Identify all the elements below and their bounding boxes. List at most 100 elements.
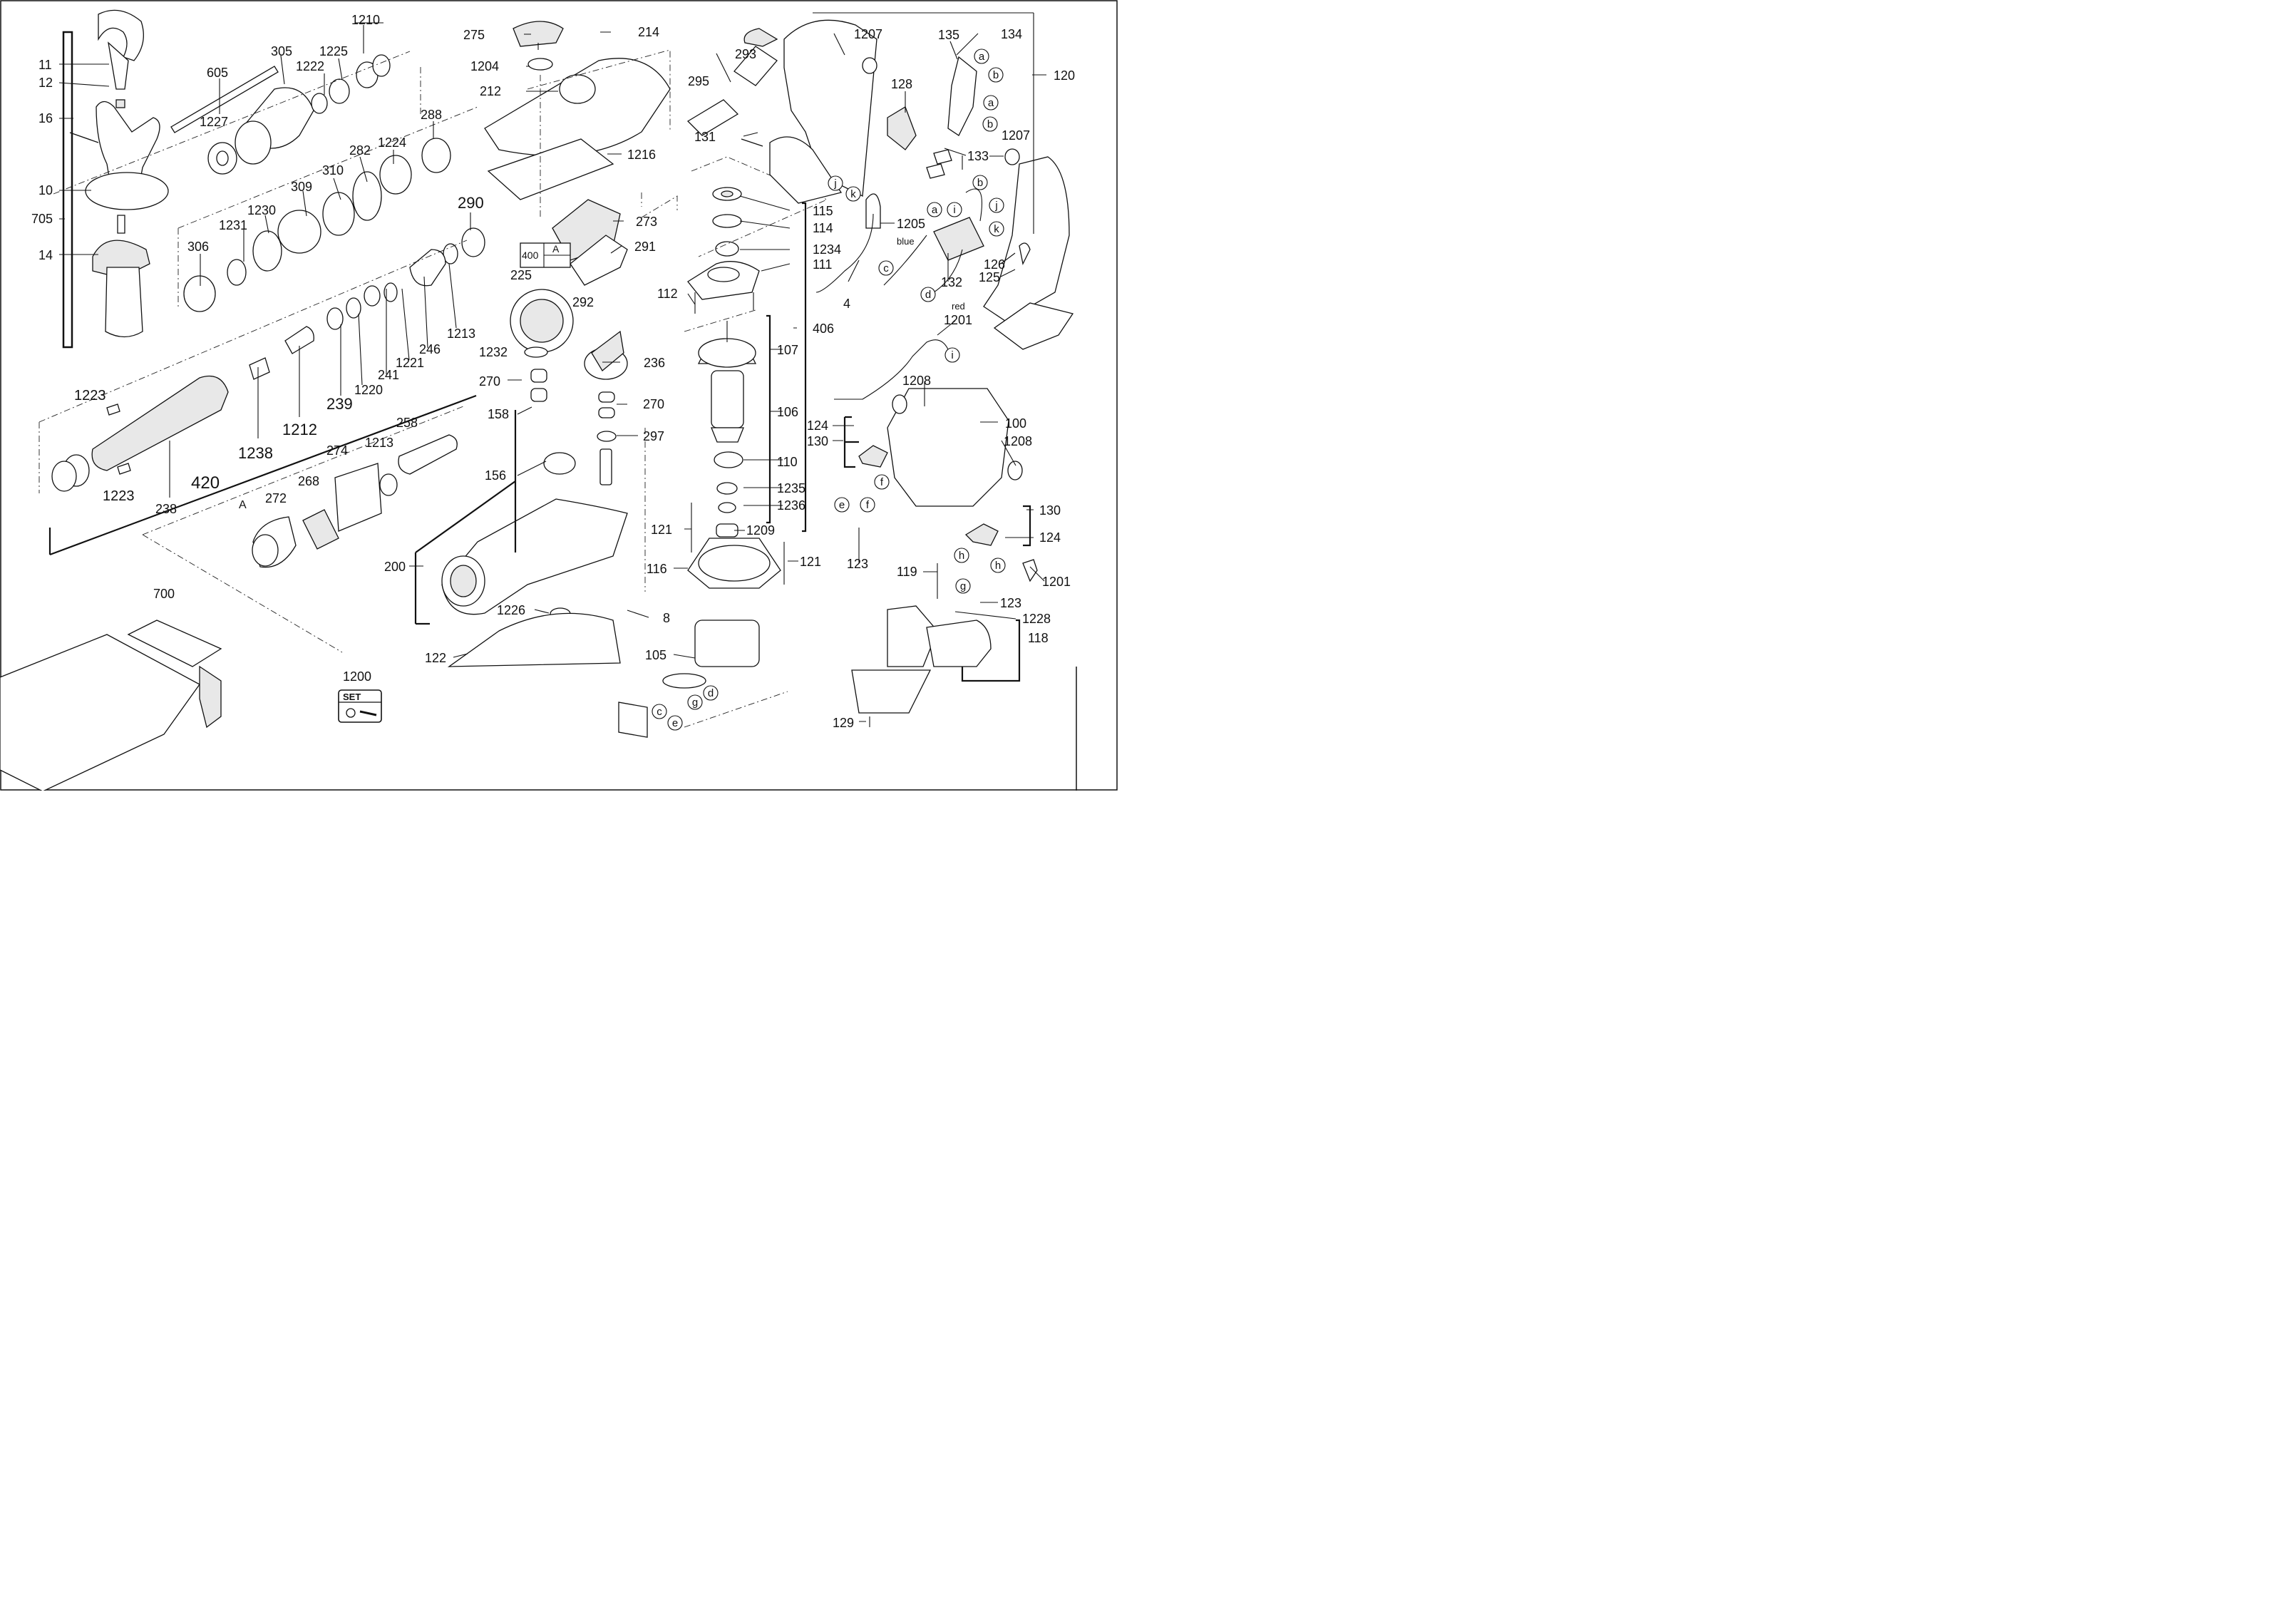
label-1200: 1200: [343, 669, 371, 684]
label-236: 236: [644, 356, 665, 370]
callout-letter-k: k: [850, 188, 856, 200]
callout-circle-a: [983, 95, 999, 111]
label-1228: 1228: [1022, 612, 1051, 626]
label-134: 134: [1001, 27, 1022, 41]
label-1238: 1238: [238, 444, 273, 462]
callout-circle-d: [920, 287, 936, 302]
label-119: 119: [897, 565, 917, 579]
label-120: 120: [1054, 68, 1075, 83]
label-310: 310: [322, 163, 344, 178]
label-128: 128: [891, 77, 912, 91]
label-121-right: 121: [800, 555, 821, 569]
callout-circle-i: [944, 347, 960, 363]
callout-letter-e: e: [839, 499, 845, 511]
label-212: 212: [480, 84, 501, 98]
label-14: 14: [38, 248, 53, 262]
label-130-left: 130: [807, 434, 828, 448]
callout-circle-c: [652, 704, 667, 719]
label-290: 290: [458, 194, 484, 212]
label-blue: blue: [897, 236, 915, 247]
label-1201-upper: 1201: [944, 313, 972, 327]
label-123-left: 123: [847, 557, 868, 571]
label-124-left: 124: [807, 418, 828, 433]
label-275: 275: [463, 28, 485, 42]
label-282: 282: [349, 143, 371, 158]
label-110: 110: [777, 455, 798, 469]
callout-circle-a: [974, 48, 989, 64]
label-1208-right: 1208: [1004, 434, 1032, 448]
label-238: 238: [155, 502, 177, 516]
label-400: 400: [522, 250, 539, 261]
label-1210: 1210: [351, 13, 380, 27]
handle-switch-group: [769, 19, 1074, 727]
label-122: 122: [425, 651, 446, 665]
callout-circle-j: [989, 197, 1004, 213]
gear-housing-group: [441, 21, 671, 738]
label-258: 258: [396, 416, 418, 430]
part-number-labels: 11 12 16 10 705 14 605 305 1210 1225 122…: [31, 13, 1075, 730]
label-309: 309: [291, 180, 312, 194]
callout-circle-g: [955, 578, 971, 594]
label-4: 4: [843, 297, 850, 311]
set-label: SET: [343, 692, 361, 702]
callout-circle-b: [982, 116, 998, 132]
callout-letter-h: h: [959, 550, 964, 562]
label-406: 406: [813, 322, 834, 336]
label-1207-top: 1207: [854, 27, 882, 41]
label-605: 605: [207, 66, 228, 80]
label-200: 200: [384, 560, 406, 574]
label-A-left: A: [239, 499, 247, 511]
label-130-right: 130: [1039, 503, 1061, 518]
label-1226: 1226: [497, 603, 525, 617]
callout-letter-e: e: [672, 717, 678, 729]
label-124-right: 124: [1039, 530, 1061, 545]
callout-letter-g: g: [960, 580, 966, 592]
motor-stack: [662, 28, 785, 689]
label-420: 420: [191, 473, 220, 493]
callout-letter-b: b: [987, 118, 993, 130]
label-239: 239: [326, 395, 353, 413]
label-1230: 1230: [247, 203, 276, 217]
label-270-left: 270: [479, 374, 500, 389]
callout-circle-d: [703, 685, 719, 701]
callout-letter-c: c: [657, 706, 662, 718]
label-158: 158: [488, 407, 509, 421]
callout-letter-d: d: [925, 289, 931, 301]
label-107: 107: [777, 343, 798, 357]
callout-letter-g: g: [692, 697, 698, 709]
callout-letter-b: b: [977, 177, 983, 189]
label-126: 126: [984, 257, 1005, 272]
callout-circle-k: [845, 186, 861, 202]
callout-circle-a: [927, 202, 942, 217]
label-1221: 1221: [396, 356, 424, 370]
label-100: 100: [1005, 416, 1026, 431]
label-8: 8: [663, 611, 670, 625]
label-131: 131: [694, 130, 716, 144]
callout-letter-h: h: [995, 560, 1001, 572]
label-135: 135: [938, 28, 959, 42]
label-273: 273: [636, 215, 657, 229]
label-1236: 1236: [777, 498, 805, 513]
carry-case: [0, 620, 222, 791]
label-125: 125: [979, 270, 1000, 284]
label-1205: 1205: [897, 217, 925, 231]
label-305: 305: [271, 44, 292, 58]
label-1227: 1227: [200, 115, 228, 129]
callout-circle-k: [989, 221, 1004, 237]
label-12: 12: [38, 76, 53, 90]
label-214: 214: [638, 25, 659, 39]
label-1208-upper: 1208: [902, 374, 931, 388]
label-1235: 1235: [777, 481, 805, 495]
label-1220: 1220: [354, 383, 383, 397]
label-10: 10: [38, 183, 53, 197]
label-1234: 1234: [813, 242, 841, 257]
label-133: 133: [967, 149, 989, 163]
label-132: 132: [941, 275, 962, 289]
label-292: 292: [572, 295, 594, 309]
callout-letter-k: k: [994, 223, 999, 235]
label-106: 106: [777, 405, 798, 419]
label-1207-right: 1207: [1002, 128, 1030, 143]
label-123-right: 123: [1000, 596, 1021, 610]
